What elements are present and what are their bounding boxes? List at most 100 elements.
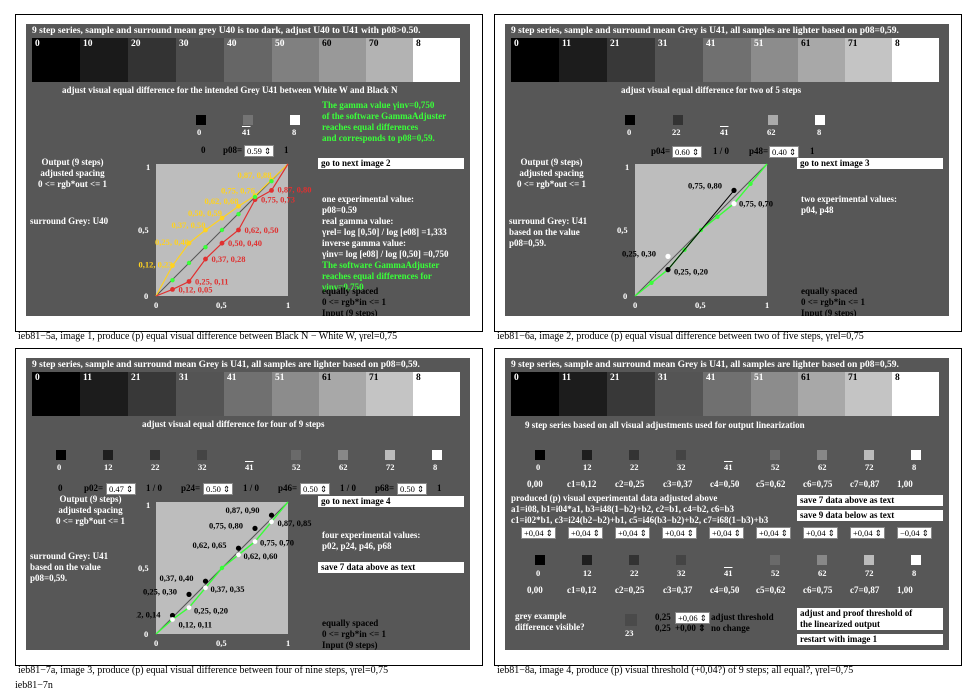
offset-stepper[interactable]: +0,04 ⇕ [803,527,838,539]
grey-step-label: 0 [514,39,519,49]
point-label: 0,62, 0,65 [193,540,227,550]
swatch-label: 32 [198,462,207,472]
swatch [432,450,442,460]
save-7-data-button[interactable]: save 7 data above as text [797,495,943,506]
swatch-label: 12 [104,462,113,472]
point-label: 0,25, 0,20 [674,267,708,277]
grey-step-label: 31 [179,373,189,383]
grey-step-label: 40 [227,39,237,49]
offset-stepper[interactable]: +0,04 ⇕ [615,527,650,539]
point-label: 0,62, 0,68 [205,196,239,206]
grey-step: 51 [751,38,798,82]
point-label: 0,25, 0,40 [155,237,189,247]
grey-step-label: 71 [369,373,379,383]
offset-stepper[interactable]: +0,04 ⇕ [521,527,556,539]
swatch-label: 0 [536,462,541,472]
p04-stepper[interactable]: 0.60 ⇕ [672,146,703,158]
red-point [269,188,274,193]
grey-step: 21 [607,372,655,416]
point-label: 0,12, 0,05 [179,284,213,294]
restart-button[interactable]: restart with image 1 [797,634,943,645]
next-image-2-button[interactable]: go to next image 2 [318,158,464,169]
threshold-stepper[interactable]: +0,06 ⇕ [675,612,710,624]
panel-header: 9 step series, sample and surround mean … [32,360,420,370]
save-9-data-button[interactable]: save 9 data below as text [797,510,943,521]
point-label: 0,37, 0,40 [160,573,194,583]
panel-subtitle: adjust visual equal difference for two o… [621,85,802,95]
offset-stepper[interactable]: +0,04 ⇕ [568,527,603,539]
point-label: 0,50, 0,59 [188,208,222,218]
offset-stepper[interactable]: +0,04 ⇕ [850,527,885,539]
swatch [582,450,592,460]
p08-stepper[interactable]: 0.59 ⇕ [244,145,275,157]
swatch [721,115,731,125]
black-point [268,512,275,518]
swatch-label: 8 [912,568,917,578]
value-label: c1=0,12 [567,479,597,489]
swatch-label: 62 [818,568,827,578]
grey-step-label: 41 [706,39,716,49]
axis-tick-label: 0,5 [216,300,227,309]
offset-value: +0,04 [524,528,544,538]
swatch-label: 22 [630,462,639,472]
experimental-text: four experimental values:p02, p24, p46, … [322,530,421,551]
p-left-label: 0 [58,483,63,493]
p-control-stepper[interactable]: 0.50 ⇕ [203,483,234,495]
value-label: c4=0,50 [710,479,740,489]
axis-tick-label: 0,5 [695,300,706,309]
white-point [665,253,671,259]
p-control-stepper[interactable]: 0.50 ⇕ [300,483,331,495]
swatch [103,450,113,460]
red-point [170,287,175,292]
axis-tick-label: 0,5 [138,225,149,235]
save-7-data-button[interactable]: save 7 data above as text [318,562,464,573]
swatch-u41 [243,115,253,125]
axis-tick-label: 0 [154,638,158,647]
offset-stepper[interactable]: +0,04 ⇕ [662,527,697,539]
grey-step-label: 61 [801,39,811,49]
grey-step-label: 0 [35,39,40,49]
swatch [768,115,778,125]
swatch-label: 0 [536,568,541,578]
grey-step-label: 50 [275,39,285,49]
green-point [219,565,225,571]
grey-step-label: 71 [848,373,858,383]
produced-text: produced (p) visual experimental data ad… [511,493,769,525]
offset-stepper[interactable]: +0,04 ⇕ [709,527,744,539]
axis-tick-label: 1 [146,500,150,510]
next-image-4-button[interactable]: go to next image 4 [318,496,464,507]
grey-step-label: 11 [83,373,92,383]
p-left-label: 0 [201,145,206,155]
black-point [186,591,192,597]
yellow-point [219,215,225,221]
p-control-value: 0.50 [303,484,318,494]
axis-tick-label: 0,5 [617,225,628,235]
grey-step: 40 [224,38,272,82]
grey-step: 71 [845,38,892,82]
grey-step: 8 [413,38,460,82]
axis-tick-label: 0 [154,300,158,309]
next-image-3-button[interactable]: go to next image 3 [797,158,943,169]
p48-stepper[interactable]: 0.40 ⇕ [769,146,800,158]
swatch-label: 12 [583,568,592,578]
grey-step-label: 11 [562,39,571,49]
panel-image-1: 9 step series, sample and surround mean … [26,24,470,316]
value-label: 1,00 [897,585,913,595]
offset-stepper[interactable]: −0,04 ⇕ [897,527,932,539]
p-control-stepper[interactable]: 0.50 ⇕ [397,483,428,495]
black-point [665,267,671,273]
grey-step-label: 51 [754,39,764,49]
p-control-label: p68= [375,483,395,493]
offset-stepper[interactable]: +0,04 ⇕ [756,527,791,539]
white-point [186,605,192,610]
green-point [203,244,208,250]
swatch-label: 52 [771,568,780,578]
swatch [817,450,827,460]
swatch [629,555,639,565]
p-control-stepper[interactable]: 0.47 ⇕ [106,483,137,495]
p-right-label: 1 [437,483,442,493]
